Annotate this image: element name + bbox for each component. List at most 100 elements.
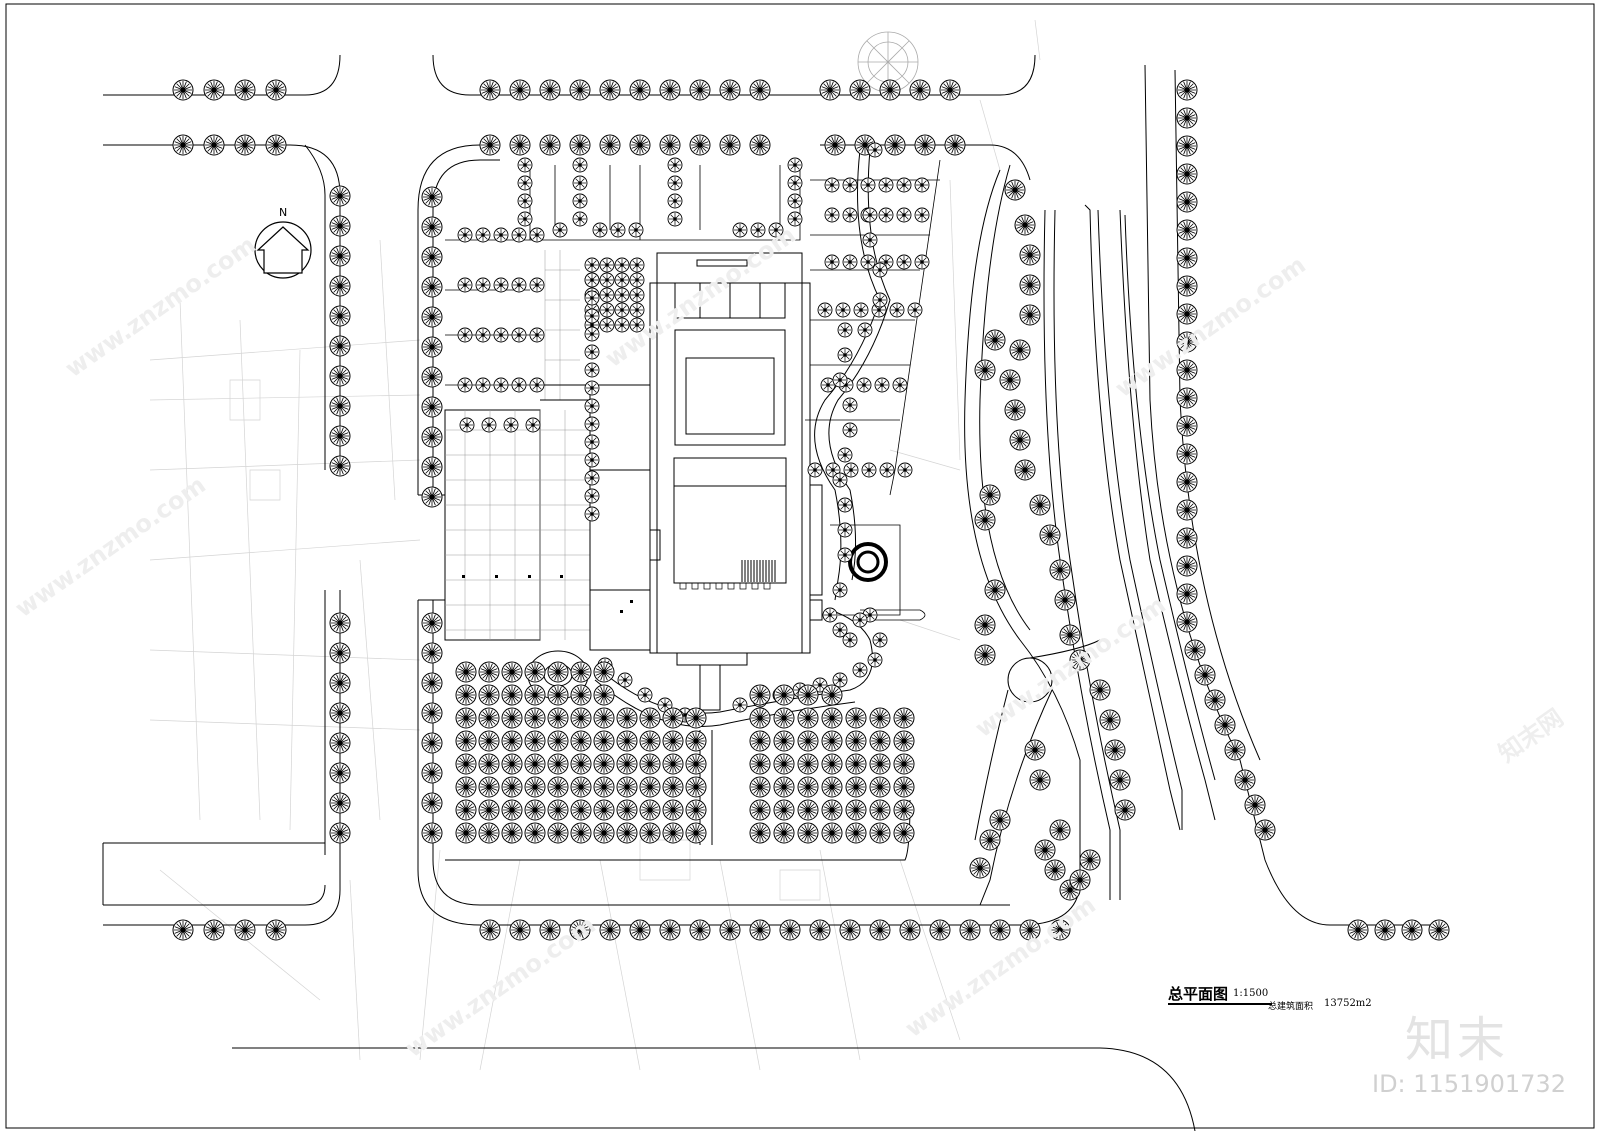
watermark-id: ID: 1151901732 [1372, 1070, 1566, 1098]
tree-symbol [889, 302, 905, 318]
tree-symbol [821, 776, 843, 798]
tree-symbol [459, 417, 475, 433]
tree-symbol [511, 377, 527, 393]
tree-symbol [869, 776, 891, 798]
tree-symbol [501, 684, 523, 706]
tree-symbol [614, 302, 630, 318]
tree-symbol [1019, 244, 1041, 266]
drawing-frame [5, 3, 1595, 1129]
tree-symbol [939, 79, 961, 101]
tree-symbol [809, 919, 831, 941]
tree-symbol [1019, 274, 1041, 296]
tree-symbol [832, 372, 848, 388]
tree-symbol [455, 822, 477, 844]
tree-symbol [719, 134, 741, 156]
tree-symbol [616, 822, 638, 844]
tree-symbol [329, 305, 351, 327]
tree-symbol [842, 254, 858, 270]
tree-symbol [570, 753, 592, 775]
tree-symbol [779, 919, 801, 941]
tree-symbol [234, 79, 256, 101]
tree-symbol [1176, 247, 1198, 269]
tree-symbol [172, 134, 194, 156]
tree-symbol [878, 207, 894, 223]
tree-symbol [584, 326, 600, 342]
tree-symbol [584, 434, 600, 450]
tree-symbol [639, 799, 661, 821]
tree-symbol [570, 730, 592, 752]
tree-symbol [265, 79, 287, 101]
tree-symbol [842, 177, 858, 193]
tree-symbol [861, 462, 877, 478]
tree-symbol [501, 822, 523, 844]
tree-symbol [421, 486, 443, 508]
tree-symbol [897, 462, 913, 478]
tree-symbol [832, 622, 848, 638]
tree-symbol [1224, 739, 1246, 761]
tree-symbol [869, 707, 891, 729]
tree-symbol [914, 207, 930, 223]
tree-symbol [896, 207, 912, 223]
tree-symbol [421, 732, 443, 754]
tree-symbol [478, 776, 500, 798]
tree-symbol [872, 632, 888, 648]
annotation-ticks [462, 575, 633, 613]
tree-symbol [749, 730, 771, 752]
tree-symbol [569, 134, 591, 156]
tree-symbol [979, 829, 1001, 851]
tree-symbol [599, 257, 615, 273]
tree-symbol [329, 275, 351, 297]
tree-symbol [599, 79, 621, 101]
tree-symbol [797, 730, 819, 752]
tree-symbol [984, 329, 1006, 351]
tree-symbol [493, 377, 509, 393]
tree-symbol [524, 684, 546, 706]
tree-symbol [869, 822, 891, 844]
tree-symbol [667, 193, 683, 209]
tree-symbol [329, 245, 351, 267]
tree-symbol [493, 277, 509, 293]
tree-group [172, 79, 1450, 941]
tree-symbol [329, 762, 351, 784]
tree-symbol [989, 919, 1011, 941]
tree-symbol [421, 276, 443, 298]
tree-symbol [879, 79, 901, 101]
tree-symbol [749, 79, 771, 101]
tree-symbol [845, 753, 867, 775]
tree-symbol [479, 79, 501, 101]
tree-symbol [824, 254, 840, 270]
tree-symbol [478, 753, 500, 775]
round-pavilion [830, 524, 926, 621]
tree-symbol [610, 222, 626, 238]
tree-symbol [979, 484, 1001, 506]
tree-symbol [455, 776, 477, 798]
tree-symbol [849, 79, 871, 101]
tree-symbol [842, 207, 858, 223]
tree-symbol [172, 919, 194, 941]
tree-symbol [547, 684, 569, 706]
total-area-value: 13752m2 [1324, 998, 1372, 1009]
tree-symbol [599, 134, 621, 156]
tree-symbol [584, 398, 600, 414]
tree-symbol [517, 175, 533, 191]
tree-symbol [869, 919, 891, 941]
tree-symbol [511, 227, 527, 243]
tree-symbol [1114, 799, 1136, 821]
tree-symbol [832, 582, 848, 598]
tree-symbol [593, 753, 615, 775]
tree-symbol [639, 822, 661, 844]
tree-symbol [797, 822, 819, 844]
tree-symbol [1176, 415, 1198, 437]
tree-symbol [501, 661, 523, 683]
tree-symbol [525, 417, 541, 433]
tree-symbol [689, 134, 711, 156]
tree-symbol [749, 684, 771, 706]
tree-symbol [914, 177, 930, 193]
tree-symbol [524, 661, 546, 683]
tree-symbol [685, 707, 707, 729]
tree-symbol [837, 447, 853, 463]
tree-symbol [584, 488, 600, 504]
tree-symbol [843, 462, 859, 478]
tree-symbol [914, 134, 936, 156]
tree-symbol [821, 684, 843, 706]
